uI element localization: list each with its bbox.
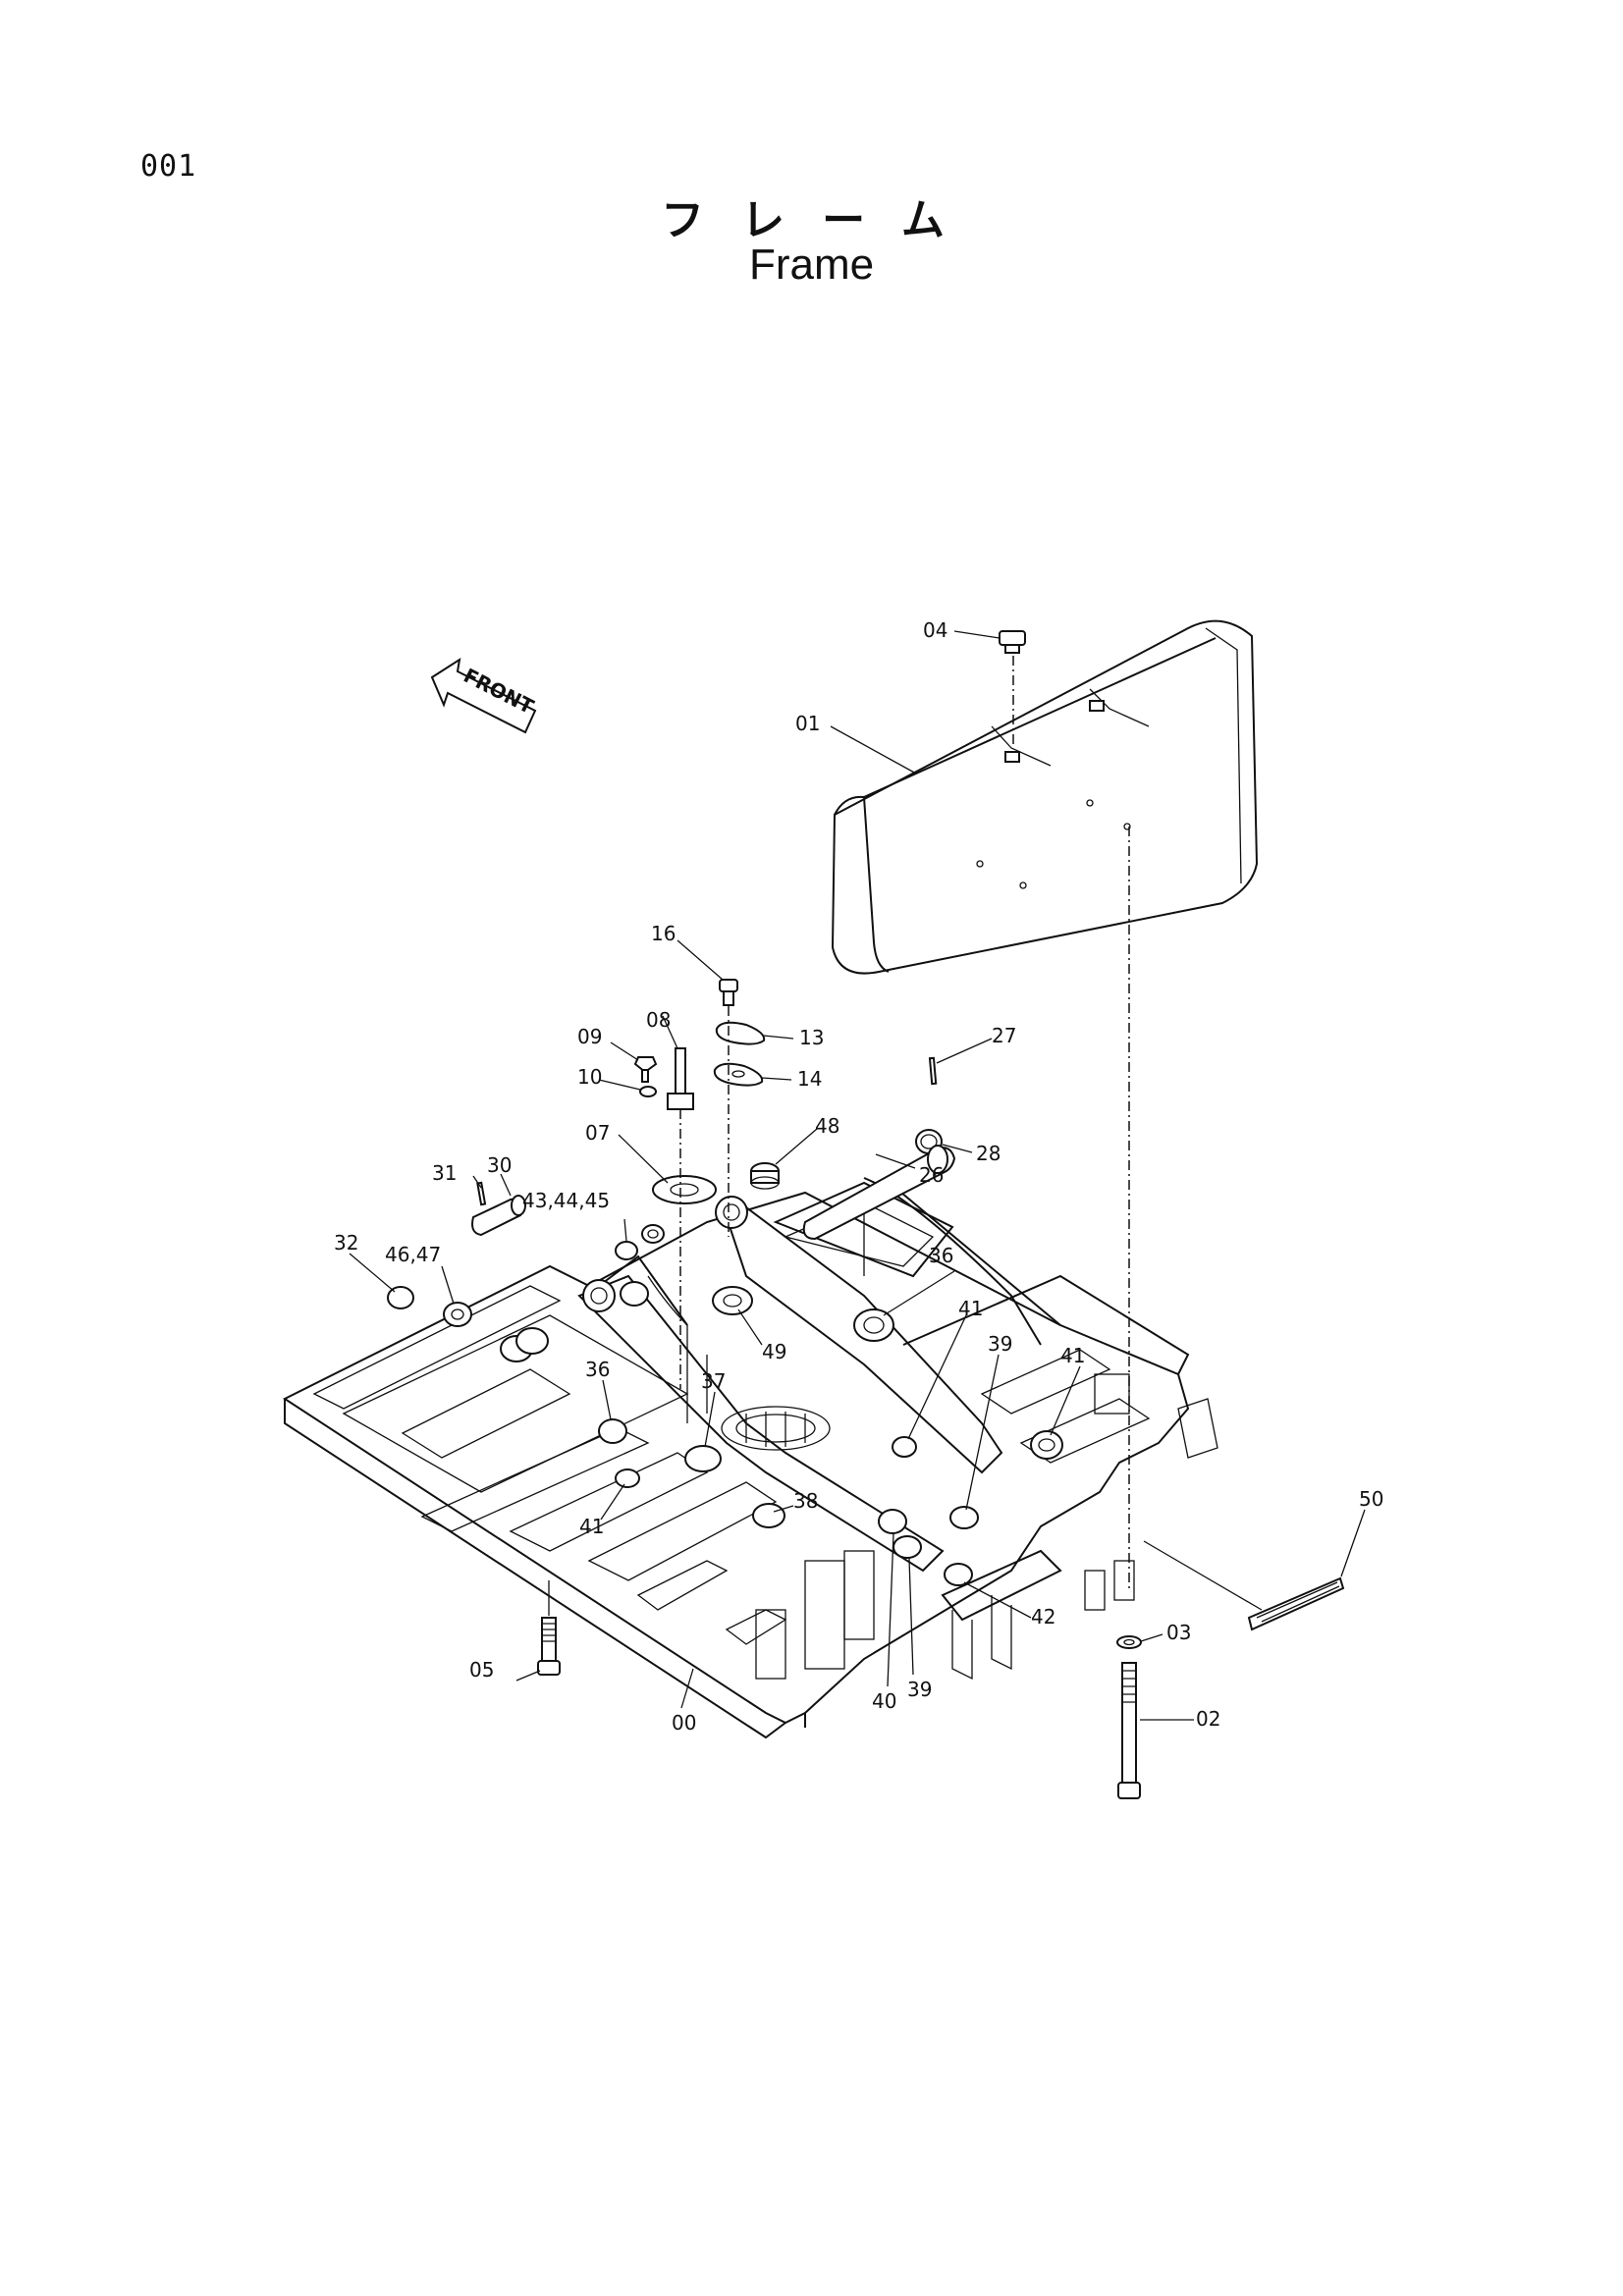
boom-bracket xyxy=(577,1177,1061,1573)
callout-48: 48 xyxy=(815,1114,839,1138)
callout-26: 26 xyxy=(919,1163,944,1187)
callout-49: 49 xyxy=(762,1340,786,1363)
callout-14: 14 xyxy=(797,1067,822,1091)
callout-labels: 04 01 16 08 09 13 10 14 27 48 28 07 26 3… xyxy=(334,618,1383,1735)
title-english: Frame xyxy=(748,240,875,289)
callout-08: 08 xyxy=(646,1008,671,1032)
callout-50: 50 xyxy=(1359,1487,1383,1511)
callout-01: 01 xyxy=(795,712,820,735)
plug-04-icon xyxy=(999,630,1026,746)
callout-38: 38 xyxy=(793,1489,818,1513)
callout-41-right: 41 xyxy=(1060,1344,1085,1367)
hoist-hole-icon xyxy=(1089,700,1105,712)
callout-28: 28 xyxy=(976,1142,1001,1165)
callout-03: 03 xyxy=(1166,1621,1191,1644)
callout-41-upper: 41 xyxy=(958,1297,983,1320)
callout-16: 16 xyxy=(651,922,676,945)
callout-40: 40 xyxy=(872,1689,896,1713)
callout-36-left: 36 xyxy=(585,1358,610,1381)
callout-41-lower: 41 xyxy=(579,1515,604,1538)
pins xyxy=(471,979,956,1389)
callout-02: 02 xyxy=(1196,1707,1220,1731)
callout-39-upper: 39 xyxy=(988,1332,1012,1356)
callout-42: 42 xyxy=(1031,1605,1055,1629)
bolt-05-icon xyxy=(537,1580,561,1676)
callout-46-47: 46,47 xyxy=(385,1243,441,1266)
counterweight xyxy=(831,619,1259,975)
callout-00: 00 xyxy=(672,1711,696,1735)
callout-13: 13 xyxy=(799,1026,824,1049)
callout-43-44-45: 43,44,45 xyxy=(522,1189,610,1212)
leader-lines xyxy=(349,630,1366,1721)
callout-05: 05 xyxy=(469,1658,494,1682)
callout-32: 32 xyxy=(334,1231,358,1255)
callout-04: 04 xyxy=(923,618,947,642)
bolt-02-icon xyxy=(1116,1635,1142,1799)
page-code: 001 xyxy=(140,149,197,184)
title-japanese: フレーム xyxy=(661,195,982,245)
callout-27: 27 xyxy=(992,1024,1016,1047)
callout-37: 37 xyxy=(701,1369,726,1393)
front-arrow-icon: FRONT xyxy=(430,657,538,734)
shim-50-icon xyxy=(1143,1540,1345,1631)
callout-10: 10 xyxy=(577,1065,602,1089)
callout-39-lower: 39 xyxy=(907,1678,932,1701)
callout-07: 07 xyxy=(585,1121,610,1145)
callout-30: 30 xyxy=(487,1153,512,1177)
hoist-hole-icon xyxy=(1004,751,1020,763)
bushings xyxy=(387,1129,1063,1586)
callout-09: 09 xyxy=(577,1025,602,1048)
callout-36-upper: 36 xyxy=(929,1244,953,1267)
callout-31: 31 xyxy=(432,1161,457,1185)
